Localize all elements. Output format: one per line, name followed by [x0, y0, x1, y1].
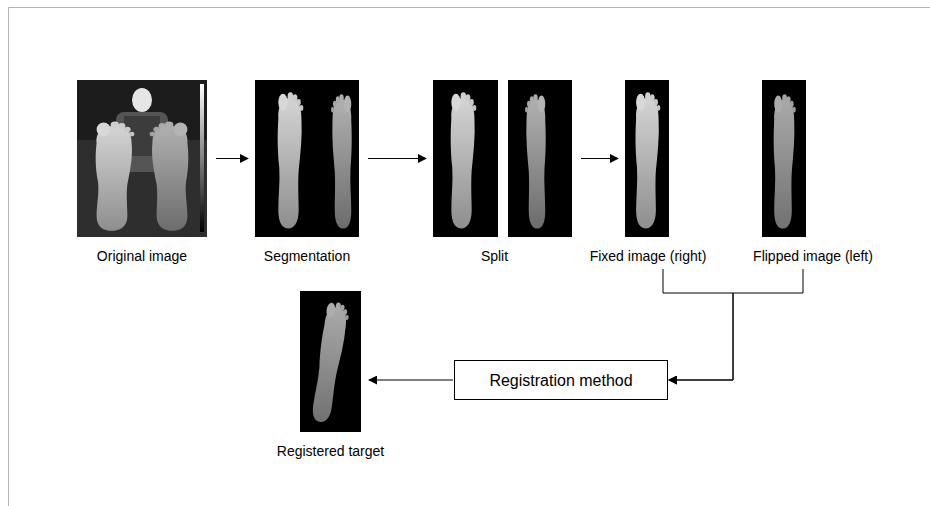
image-panel: Fixed image (right) [625, 80, 669, 237]
image-caption: Registered target [277, 443, 384, 460]
box-label: Registration method [489, 371, 632, 390]
process-box: Registration method [454, 360, 668, 400]
image-panel: Segmentation [255, 80, 359, 237]
arrow-connector [581, 158, 618, 159]
image-caption: Segmentation [264, 248, 350, 265]
image-caption: Split [481, 248, 508, 265]
arrow-connector [216, 158, 248, 159]
arrow-connector [669, 269, 803, 380]
arrow-connector [663, 269, 733, 380]
image-panel: Flipped image (left) [762, 80, 806, 237]
image-panel: Split [433, 80, 572, 237]
arrow-connector [369, 380, 453, 381]
image-caption: Original image [97, 248, 187, 265]
image-panel: Original image [77, 80, 207, 237]
image-panel: Registered target [300, 291, 361, 432]
arrow-connector [368, 158, 426, 159]
image-caption: Fixed image (right) [590, 248, 707, 265]
image-caption: Flipped image (left) [753, 248, 873, 265]
